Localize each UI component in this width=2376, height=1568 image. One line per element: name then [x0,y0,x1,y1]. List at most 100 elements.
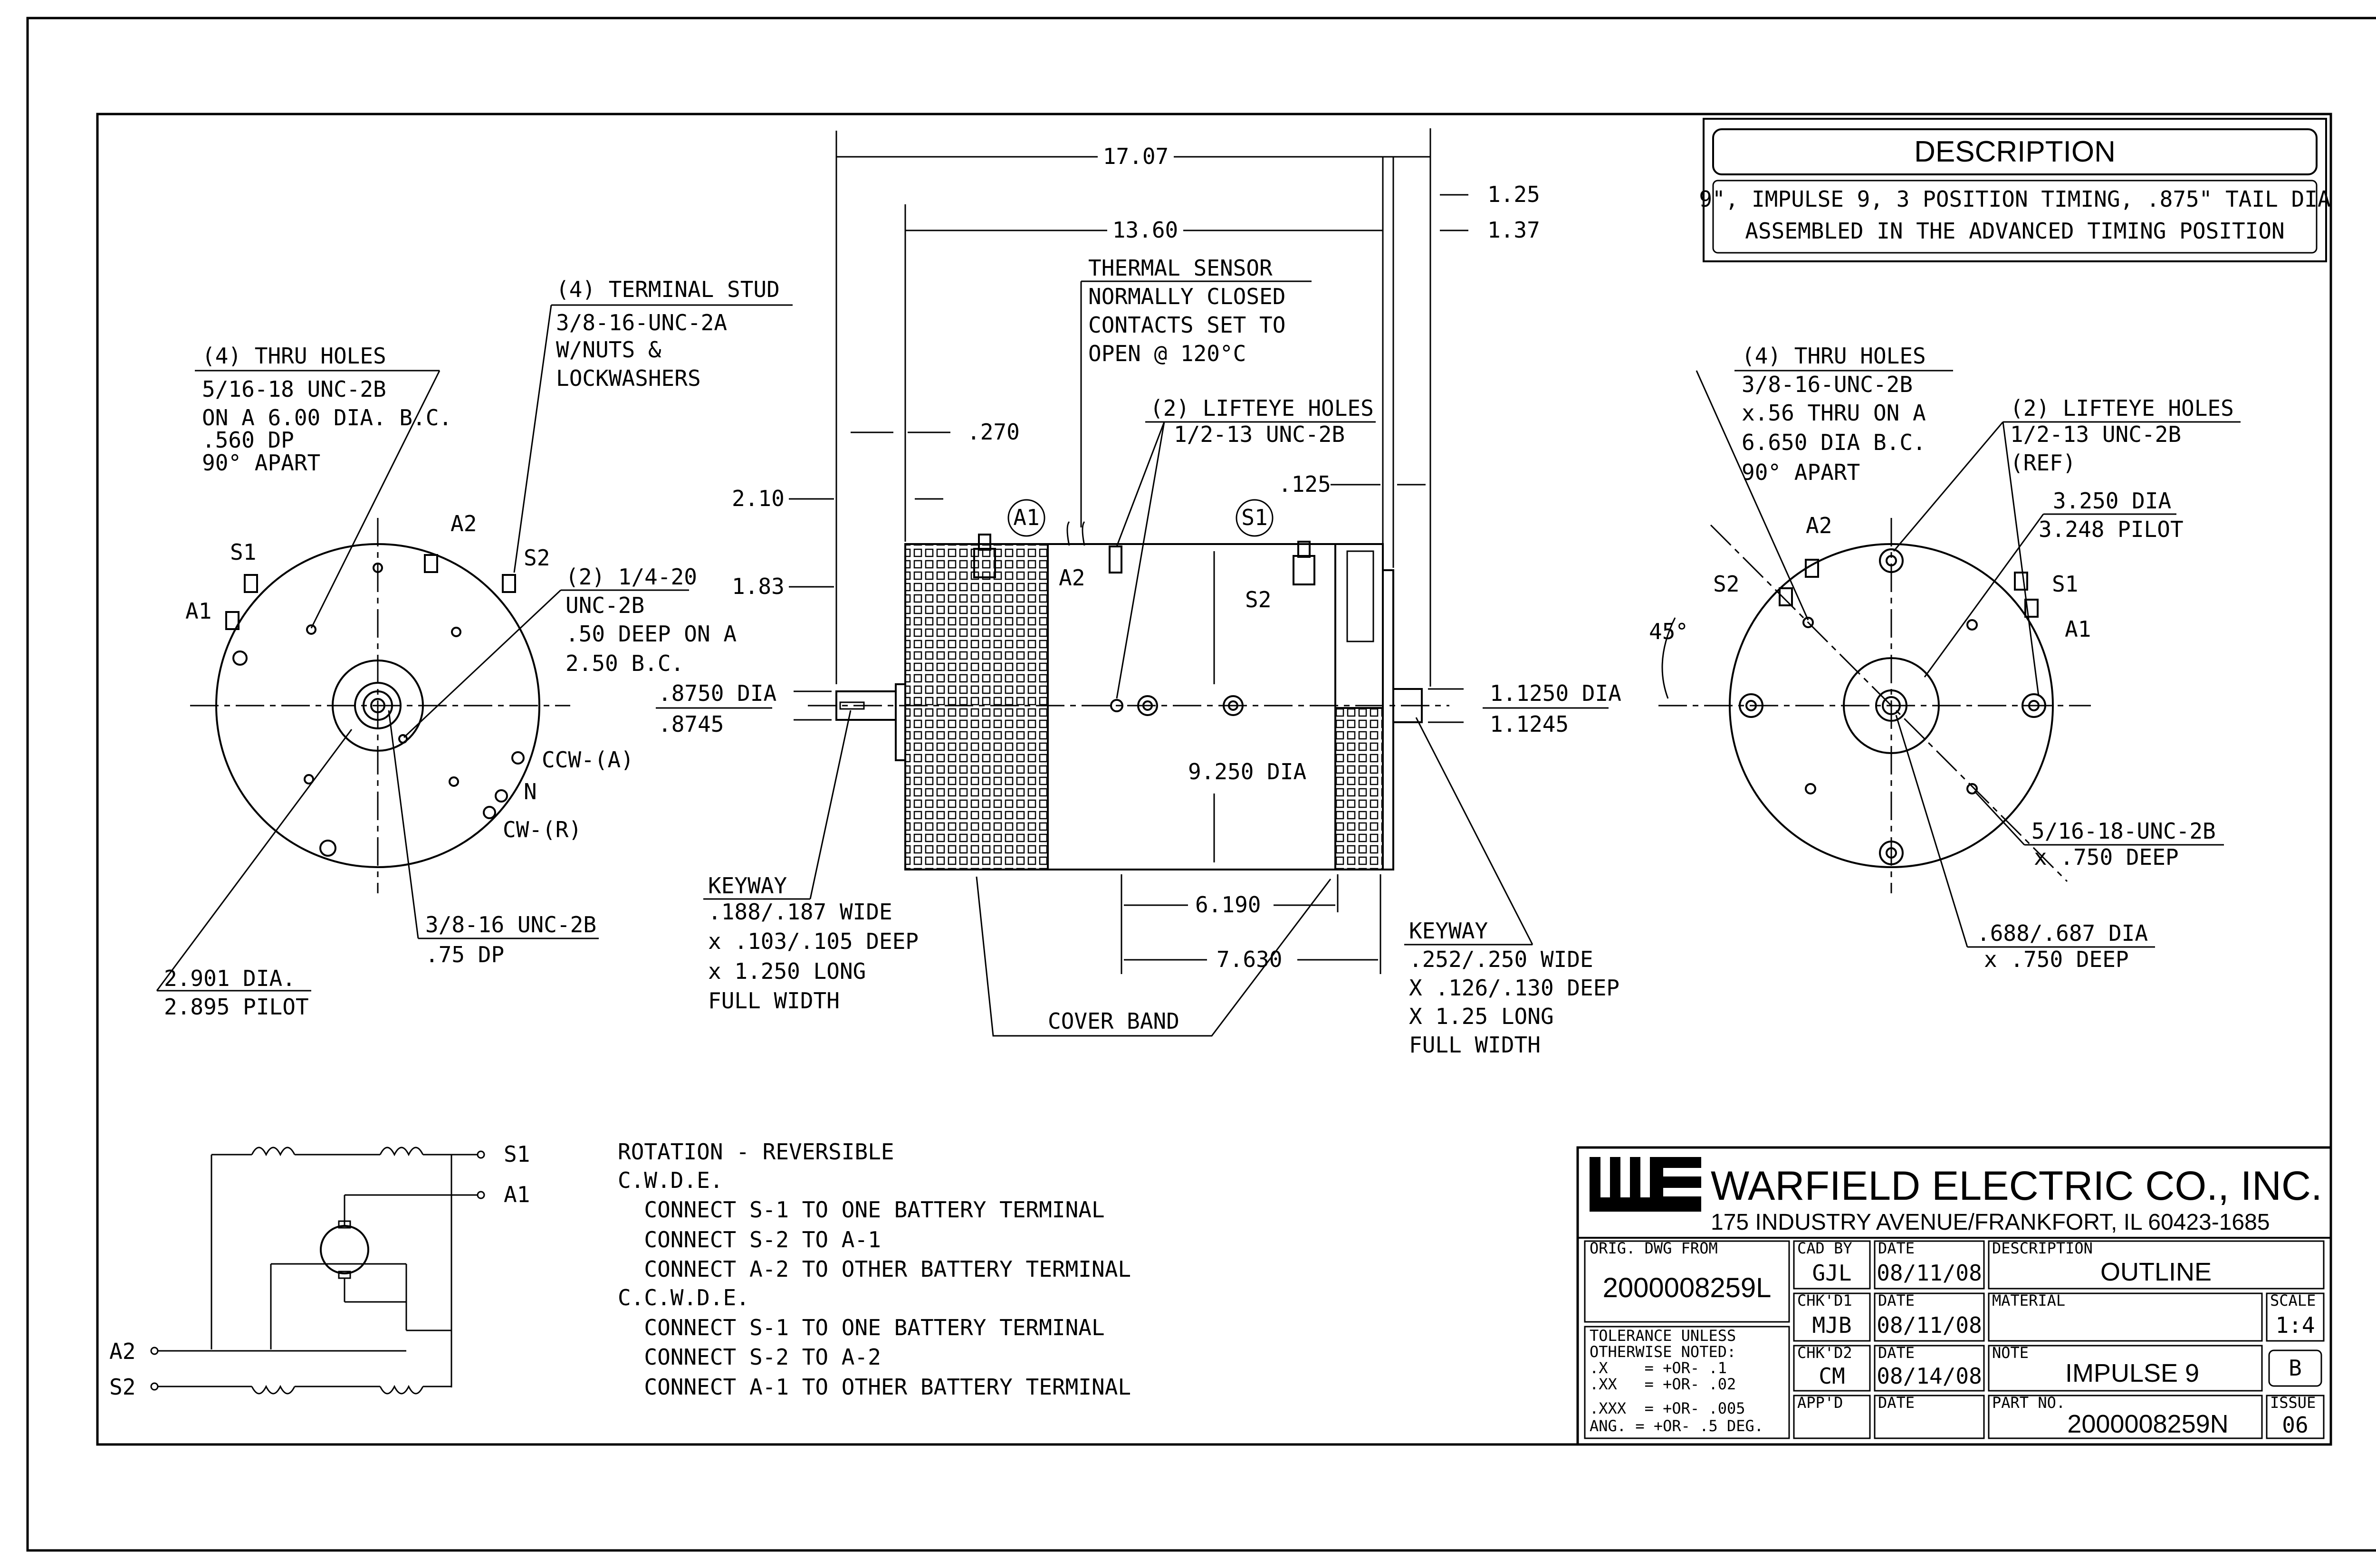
date-label: DATE [1878,1291,1915,1310]
part-no-label: PART NO. [1992,1394,2065,1412]
keyway-left-title: KEYWAY [708,873,787,899]
tolerance-line: TOLERANCE UNLESS [1590,1327,1736,1345]
shaft-dia: .8750 DIA [658,680,776,706]
note-line: CONNECT A-2 TO OTHER BATTERY TERMINAL [618,1256,1131,1282]
orig-dwg-label: ORIG. DWG FROM [1590,1239,1718,1257]
tolerance-line: OTHERWISE NOTED: [1590,1343,1736,1361]
chk2-label: CHK'D2 [1797,1344,1852,1362]
note-value: IMPULSE 9 [2065,1359,2199,1387]
left-thru-holes-line: ON A 6.00 DIA. B.C. [202,405,452,430]
schematic-a1: A1 [504,1182,530,1207]
description-value: OUTLINE [2100,1258,2212,1286]
right-thru-holes-line: 3/8-16-UNC-2B [1742,372,1913,397]
armature-symbol [320,1225,369,1274]
left-hole [306,624,316,635]
label-cw: CW-(R) [503,817,582,842]
terminal-s2 [1293,555,1315,585]
company-address: 175 INDUSTRY AVENUE/FRANKFORT, IL 60423-… [1711,1210,2270,1235]
left-terminal-studs [225,554,516,630]
note-line: ROTATION - REVERSIBLE [618,1139,894,1165]
right-pilot-label: 3.248 PILOT [2039,516,2184,542]
label-ccw: CCW-(A) [542,747,634,773]
keyway-left-line: FULL WIDTH [708,988,840,1013]
part-no-value: 2000008259N [2067,1410,2228,1438]
cover-band-label: COVER BAND [1048,1008,1179,1034]
side-label-a1: A1 [1013,505,1039,530]
side-label-s2: S2 [1245,587,1271,612]
thermal-sensor-wires [1066,521,1085,546]
keyway-right-line: X 1.25 LONG [1409,1004,1554,1029]
company-logo [1590,1157,1701,1212]
keyway-left-line: .188/.187 WIDE [708,899,892,925]
thermal-sensor-line: CONTACTS SET TO [1088,312,1285,338]
dim-6-190: 6.190 [1195,892,1261,918]
lifteye-line: 1/2-13 UNC-2B [1174,421,1345,447]
date-chk1: 08/11/08 [1877,1312,1982,1338]
field-coil-bottom-left [251,1385,296,1395]
terminal-stud-line: LOCKWASHERS [556,365,701,391]
schematic-a2: A2 [109,1339,135,1364]
issue-label: ISSUE [2270,1394,2316,1412]
dim-1-25: 1.25 [1487,182,1540,207]
keyway-right-line: X .126/.130 DEEP [1409,975,1619,1001]
right-tap-line: x .750 DEEP [2034,844,2179,870]
title-block: WARFIELD ELECTRIC CO., INC. 175 INDUSTRY… [1576,1146,2332,1446]
note-label: NOTE [1992,1344,2029,1362]
dim-1-83: 1.83 [732,574,785,599]
front-flange [895,683,906,761]
tolerance-line: ANG. = +OR- .5 DEG. [1590,1417,1763,1435]
label-a1: A1 [185,598,211,624]
right-thru-holes-line: 90° APART [1742,459,1860,485]
center-tap-line: 3/8-16 UNC-2B [425,912,596,937]
left-pilot-boss [332,660,424,752]
dim-overall-length: 17.07 [1103,143,1169,169]
end-flange [1382,569,1394,870]
left-thru-holes-line: 5/16-18 UNC-2B [202,376,386,402]
rotation-notes: ROTATION - REVERSIBLE C.W.D.E. CONNECT S… [618,1139,1131,1400]
center-tap-line: .75 DP [425,942,504,967]
field-coil-top-right [379,1147,424,1157]
tail-dia: 1.1250 DIA [1490,680,1621,706]
field-coil-top-left [251,1147,296,1157]
date-label: DATE [1878,1394,1915,1412]
note-line: C.C.W.D.E. [618,1285,749,1310]
chk2-value: CM [1819,1363,1845,1389]
thermal-sensor-line: NORMALLY CLOSED [1088,284,1285,309]
description-box: DESCRIPTION 9", IMPULSE 9, 3 POSITION TI… [1699,118,2331,262]
label-s1: S1 [230,539,256,565]
dim-270: .270 [967,419,1020,445]
vent-grille-right [1334,707,1384,870]
note-line: CONNECT S-1 TO ONE BATTERY TERMINAL [618,1197,1105,1223]
right-bore-line: .688/.687 DIA [1977,920,2148,946]
right-thru-holes-title: (4) THRU HOLES [1742,343,1926,369]
side-label-a2: A2 [1059,565,1085,591]
side-label-s1: S1 [1241,505,1267,530]
tolerance-line: .X = +OR- .1 [1590,1359,1727,1377]
description-line-1: 9", IMPULSE 9, 3 POSITION TIMING, .875" … [1699,186,2330,212]
description-label: DESCRIPTION [1992,1239,2093,1257]
schematic-s2: S2 [109,1374,135,1400]
scale-value: 1:4 [2275,1312,2315,1338]
left-thru-holes-line: 90° APART [202,450,320,476]
right-terminal [1805,559,1819,578]
revision-letter: B [2289,1355,2302,1381]
thermal-sensor-line: THERMAL SENSOR [1088,255,1273,281]
left-thru-holes-title: (4) THRU HOLES [202,343,386,369]
left-tap-line: 2.50 B.C. [565,650,684,676]
date-chk2: 08/14/08 [1877,1363,1982,1389]
description-heading: DESCRIPTION [1914,135,2116,168]
keyway-right-line: .252/.250 WIDE [1409,947,1593,972]
dim-2-10: 2.10 [732,486,785,511]
right-thru-holes-line: 6.650 DIA B.C. [1742,430,1926,455]
right-pilot-boss [1843,657,1940,754]
schematic-s1: S1 [504,1141,530,1167]
side-hole [1137,695,1158,716]
terminal-stud-line: W/NUTS & [556,337,661,363]
chk1-label: CHK'D1 [1797,1291,1852,1310]
note-line: CONNECT S-1 TO ONE BATTERY TERMINAL [618,1315,1105,1340]
right-bore-line: x .750 DEEP [1984,947,2129,972]
right-label-a1: A1 [2065,616,2091,642]
right-label-s2: S2 [1713,571,1739,597]
tolerance-line: .XX = +OR- .02 [1590,1375,1736,1393]
